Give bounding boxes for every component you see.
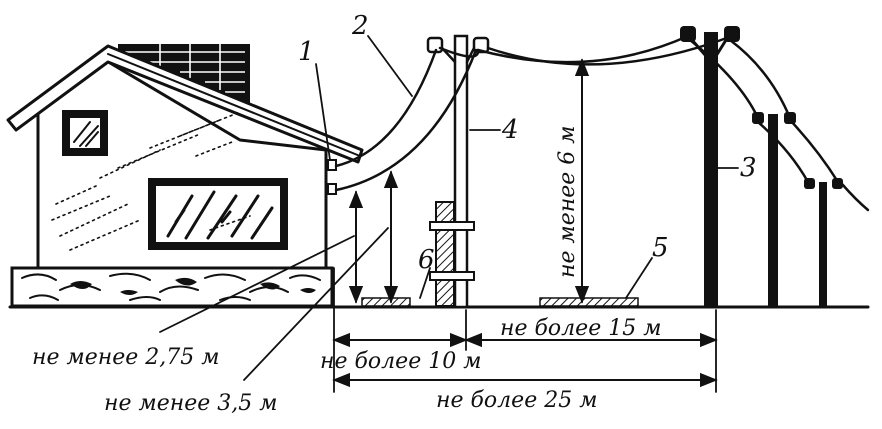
house bbox=[6, 44, 364, 308]
pad-5 bbox=[539, 297, 639, 307]
pole-3 bbox=[680, 26, 740, 307]
label-3: 3 bbox=[740, 153, 757, 183]
pole-4 bbox=[426, 34, 490, 309]
label-1: 1 bbox=[298, 37, 315, 67]
dim-min-275m: не менее 2,75 м bbox=[32, 345, 220, 370]
roof bbox=[6, 44, 364, 164]
label-2: 2 bbox=[351, 11, 369, 41]
distant-poles bbox=[752, 112, 843, 307]
dim-min-35m: не менее 3,5 м bbox=[104, 391, 278, 416]
pad-6 bbox=[361, 297, 411, 307]
dim-max-10m: не более 10 м bbox=[320, 349, 481, 374]
dim-max-25m: не более 25 м bbox=[436, 388, 597, 413]
dim-max-15m: не более 15 м bbox=[500, 316, 661, 341]
label-5: 5 bbox=[652, 233, 669, 263]
branch-wire-2 bbox=[334, 48, 438, 168]
dim-min-6m: не менее 6 м bbox=[555, 125, 580, 278]
label-6: 6 bbox=[418, 245, 435, 275]
label-4: 4 bbox=[501, 115, 519, 145]
